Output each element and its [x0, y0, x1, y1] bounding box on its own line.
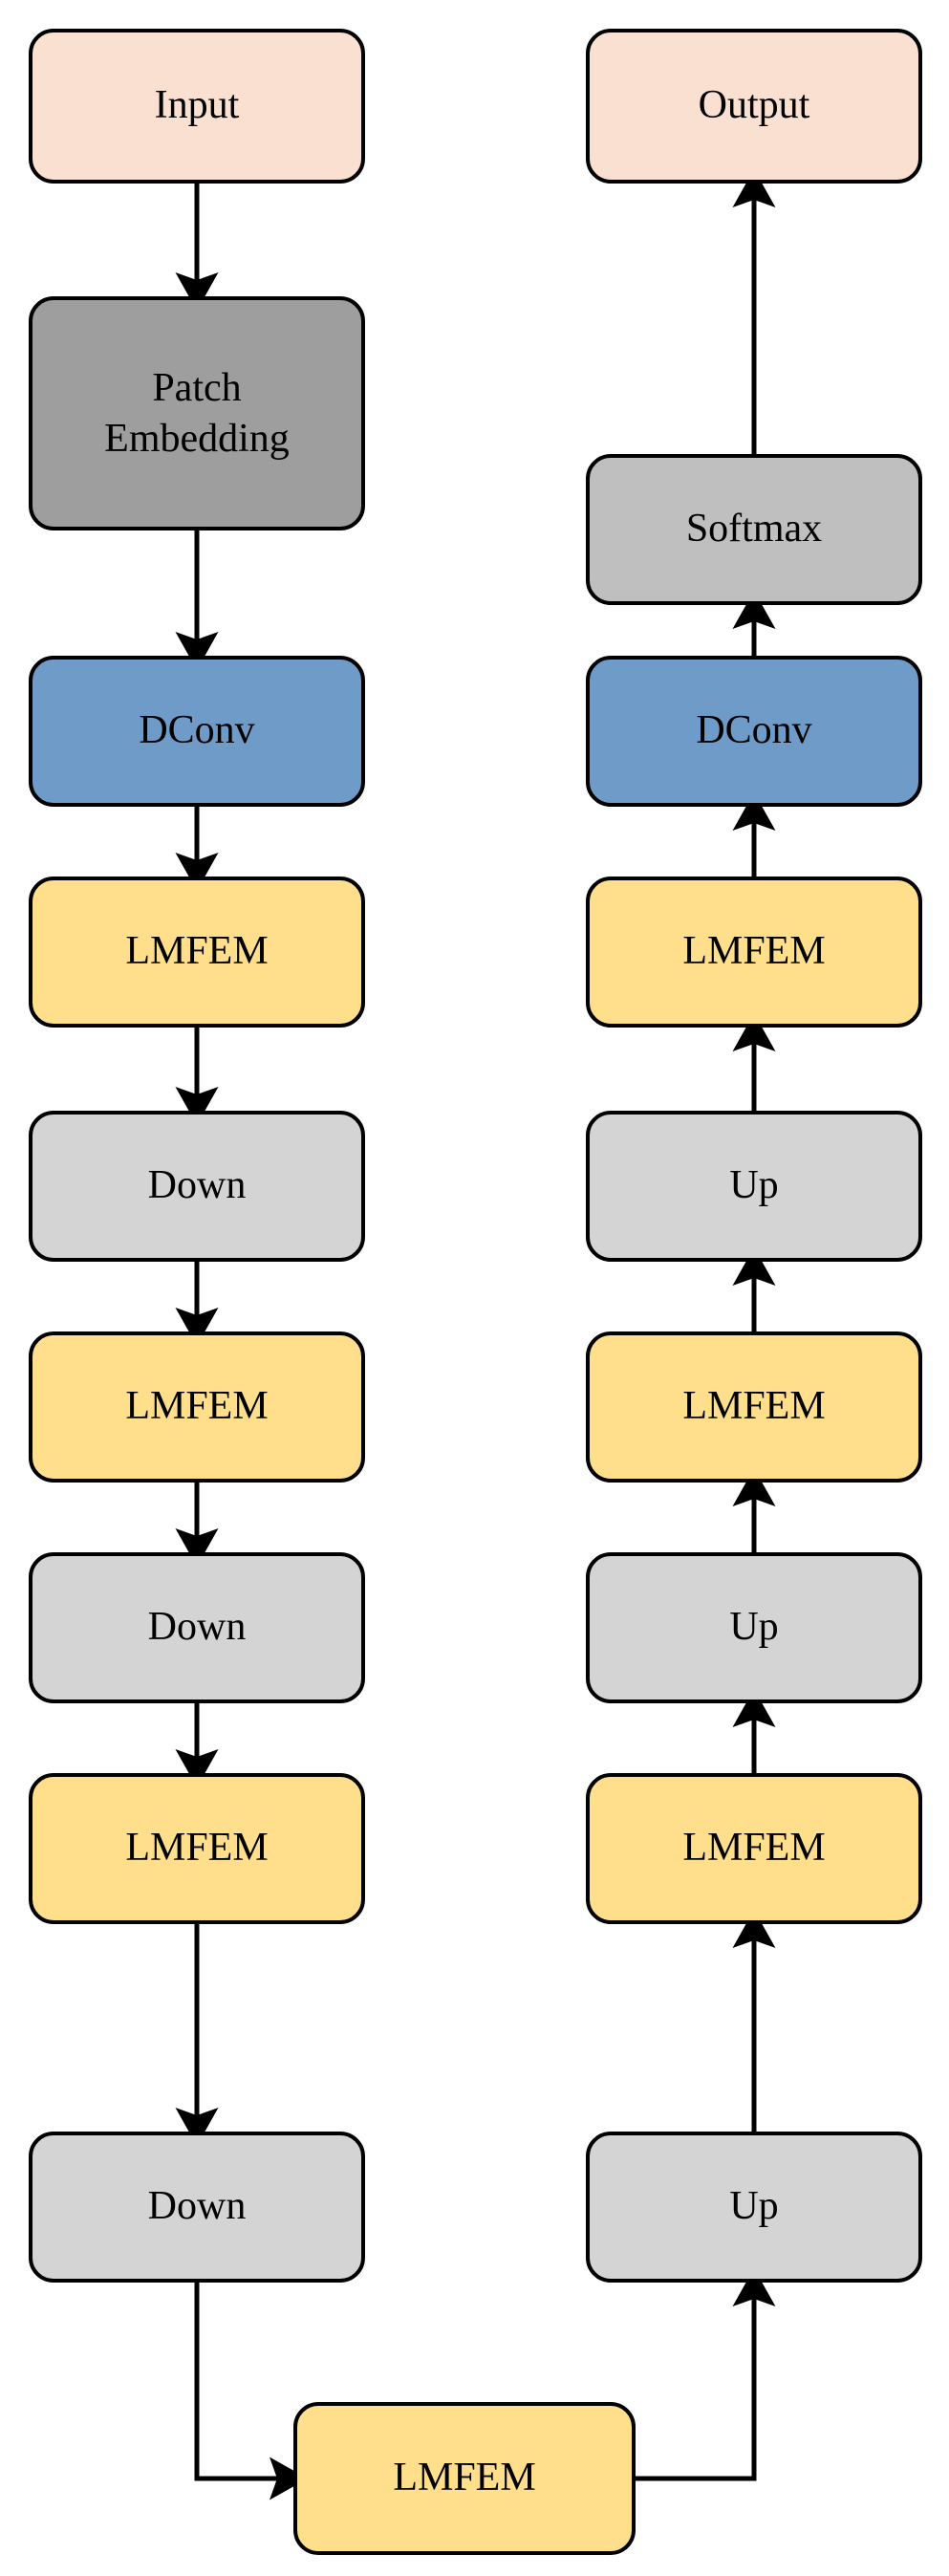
node-lmfem-bottleneck: LMFEM [293, 2402, 636, 2555]
node-label: LMFEM [125, 929, 269, 974]
node-label: Patch Embedding [104, 366, 290, 461]
node-patch-embedding: Patch Embedding [29, 296, 365, 530]
node-label: Down [147, 2184, 247, 2229]
node-label: LMFEM [682, 929, 826, 974]
node-down-1: Down [29, 1111, 365, 1262]
node-label: LMFEM [393, 2456, 536, 2500]
node-label: LMFEM [125, 1384, 269, 1429]
node-label: DConv [139, 708, 255, 753]
node-lmfem-dec-3: LMFEM [586, 1773, 922, 1924]
node-input: Input [29, 29, 365, 184]
node-lmfem-dec-1: LMFEM [586, 877, 922, 1028]
node-up-1: Up [586, 1111, 922, 1262]
node-up-3: Up [586, 2132, 922, 2283]
node-label: LMFEM [125, 1826, 269, 1871]
node-label: LMFEM [682, 1384, 826, 1429]
node-lmfem-dec-2: LMFEM [586, 1331, 922, 1483]
node-label: Down [147, 1605, 247, 1650]
node-label: LMFEM [682, 1826, 826, 1871]
node-lmfem-enc-1: LMFEM [29, 877, 365, 1028]
node-lmfem-enc-2: LMFEM [29, 1331, 365, 1483]
node-label: DConv [696, 708, 812, 753]
node-label: Up [729, 1605, 779, 1650]
node-lmfem-enc-3: LMFEM [29, 1773, 365, 1924]
node-label: Up [729, 1163, 779, 1208]
node-down-2: Down [29, 1552, 365, 1703]
node-softmax: Softmax [586, 454, 922, 605]
node-dconv-enc: DConv [29, 656, 365, 807]
node-up-2: Up [586, 1552, 922, 1703]
node-label: Up [729, 2184, 779, 2229]
node-output: Output [586, 29, 922, 184]
node-label: Softmax [685, 507, 823, 552]
node-label: Input [154, 83, 240, 128]
node-dconv-dec: DConv [586, 656, 922, 807]
arrow-lmfem-bottleneck-to-up-3 [636, 2268, 776, 2481]
node-label: Down [147, 1163, 247, 1208]
arrow-down-3-to-lmfem-bottleneck [194, 2283, 308, 2500]
node-label: Output [698, 83, 810, 128]
node-down-3: Down [29, 2132, 365, 2283]
